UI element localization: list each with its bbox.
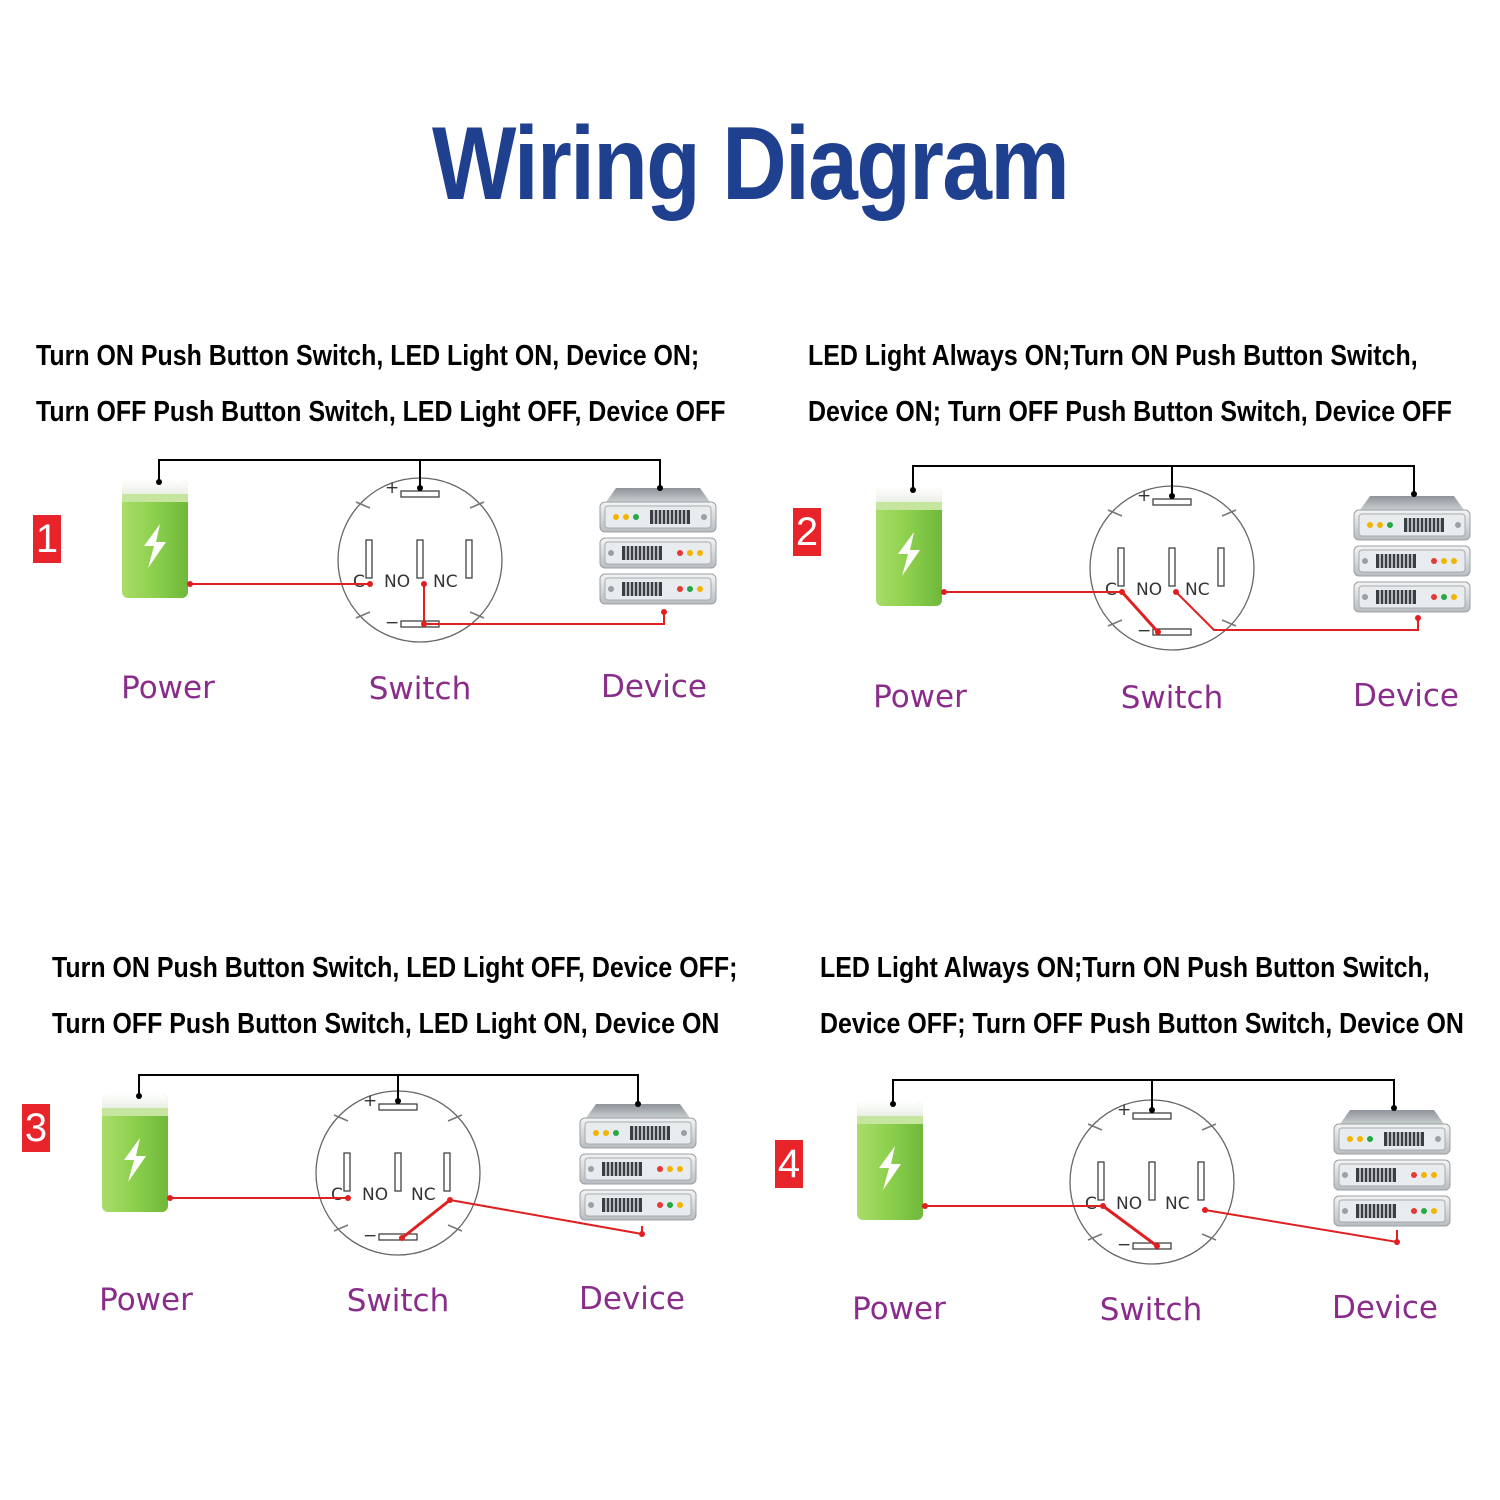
- panel-3-diagram: + − C NO NC: [102, 1074, 697, 1256]
- panel-1-line-1: Turn ON Push Button Switch, LED Light ON…: [36, 340, 700, 372]
- panel-2-plus-terminal: +: [1137, 486, 1151, 506]
- panel-3-switch-icon: [315, 1090, 481, 1256]
- panel-1-black-wire: [158, 459, 661, 488]
- panel-1-power-label: Power: [121, 670, 215, 706]
- panel-1-number-badge: 1: [33, 515, 61, 563]
- panel-4-server-icon: [1333, 1109, 1451, 1227]
- panel-2-server-icon: [1353, 495, 1471, 613]
- panel-2-red-jumper-c-minus: [1120, 590, 1160, 634]
- panel-3-red-jumper-minus-nc: [401, 1198, 451, 1240]
- panel-1-device-label: Device: [600, 669, 708, 705]
- panel-3-switch-label: Switch: [346, 1283, 450, 1319]
- panel-4-no-terminal: NO: [1116, 1194, 1142, 1214]
- panel-3-power-label: Power: [99, 1282, 193, 1318]
- panel-4-switch-label: Switch: [1099, 1292, 1203, 1328]
- panel-1-c-terminal: C: [353, 572, 365, 592]
- panel-4-minus-terminal: −: [1117, 1235, 1131, 1255]
- panel-4-power-label: Power: [852, 1291, 946, 1327]
- panel-4-switch-icon: [1069, 1099, 1235, 1265]
- panel-3-minus-terminal: −: [363, 1226, 377, 1246]
- panel-3-black-wire: [138, 1074, 639, 1104]
- panel-3-no-terminal: NO: [362, 1185, 388, 1205]
- panel-4-nc-terminal: NC: [1165, 1194, 1190, 1214]
- panel-1-battery-icon: [122, 480, 188, 598]
- panel-4-red-jumper-c-minus: [1102, 1204, 1158, 1248]
- panel-3-c-terminal: C: [331, 1185, 343, 1205]
- panel-3-line-2: Turn OFF Push Button Switch, LED Light O…: [52, 1008, 720, 1040]
- panel-2-power-label: Power: [873, 679, 967, 715]
- panel-4-battery-icon: [857, 1102, 923, 1220]
- panel-2-diagram: + − C NO NC: [876, 465, 1471, 651]
- panel-2-switch-icon: [1089, 485, 1255, 651]
- panel-1-switch-label: Switch: [368, 671, 472, 707]
- panel-2-number-badge: 2: [793, 508, 821, 556]
- panel-2-no-terminal: NO: [1136, 580, 1162, 600]
- panel-3-number-badge: 3: [22, 1104, 50, 1152]
- panel-1-diagram: + − C NO NC: [122, 459, 717, 643]
- panel-4-number-badge: 4: [775, 1140, 803, 1188]
- panel-4-diagram: + − C NO NC: [857, 1079, 1451, 1265]
- panel-2-c-terminal: C: [1105, 580, 1117, 600]
- panel-2-red-wire-no-device: [1175, 591, 1419, 631]
- panel-3-battery-icon: [102, 1094, 168, 1212]
- panel-1-minus-terminal: −: [385, 613, 399, 633]
- panel-2-line-2: Device ON; Turn OFF Push Button Switch, …: [808, 396, 1452, 428]
- panel-2-nc-terminal: NC: [1185, 580, 1210, 600]
- panel-1-server-icon: [599, 487, 717, 605]
- panel-4-line-1: LED Light Always ON;Turn ON Push Button …: [820, 952, 1430, 984]
- panel-3-server-icon: [579, 1103, 697, 1221]
- panel-4-black-wire: [892, 1079, 1395, 1108]
- diagram-title: Wiring Diagram: [431, 106, 1070, 222]
- panel-1-line-2: Turn OFF Push Button Switch, LED Light O…: [36, 396, 726, 428]
- panel-2-black-wire: [912, 465, 1415, 494]
- panel-1-no-terminal: NO: [384, 572, 410, 592]
- panel-1-plus-terminal: +: [385, 478, 399, 498]
- panel-3-nc-terminal: NC: [411, 1185, 436, 1205]
- panel-4-device-label: Device: [1331, 1290, 1439, 1326]
- panel-2-minus-terminal: −: [1137, 621, 1151, 641]
- panel-4-plus-terminal: +: [1117, 1100, 1131, 1120]
- panel-2-line-1: LED Light Always ON;Turn ON Push Button …: [808, 340, 1418, 372]
- panel-3-plus-terminal: +: [363, 1091, 377, 1111]
- panel-3-device-label: Device: [578, 1281, 686, 1317]
- panel-4-c-terminal: C: [1085, 1194, 1097, 1214]
- panel-2-battery-icon: [876, 488, 942, 606]
- panel-2-switch-label: Switch: [1120, 680, 1224, 716]
- panel-3-line-1: Turn ON Push Button Switch, LED Light OF…: [52, 952, 738, 984]
- panel-1-nc-terminal: NC: [433, 572, 458, 592]
- panel-1-red-wire-no-device: [423, 584, 665, 625]
- panel-1-switch-icon: [337, 477, 503, 643]
- panel-2-device-label: Device: [1352, 678, 1460, 714]
- panel-4-line-2: Device OFF; Turn OFF Push Button Switch,…: [820, 1008, 1464, 1040]
